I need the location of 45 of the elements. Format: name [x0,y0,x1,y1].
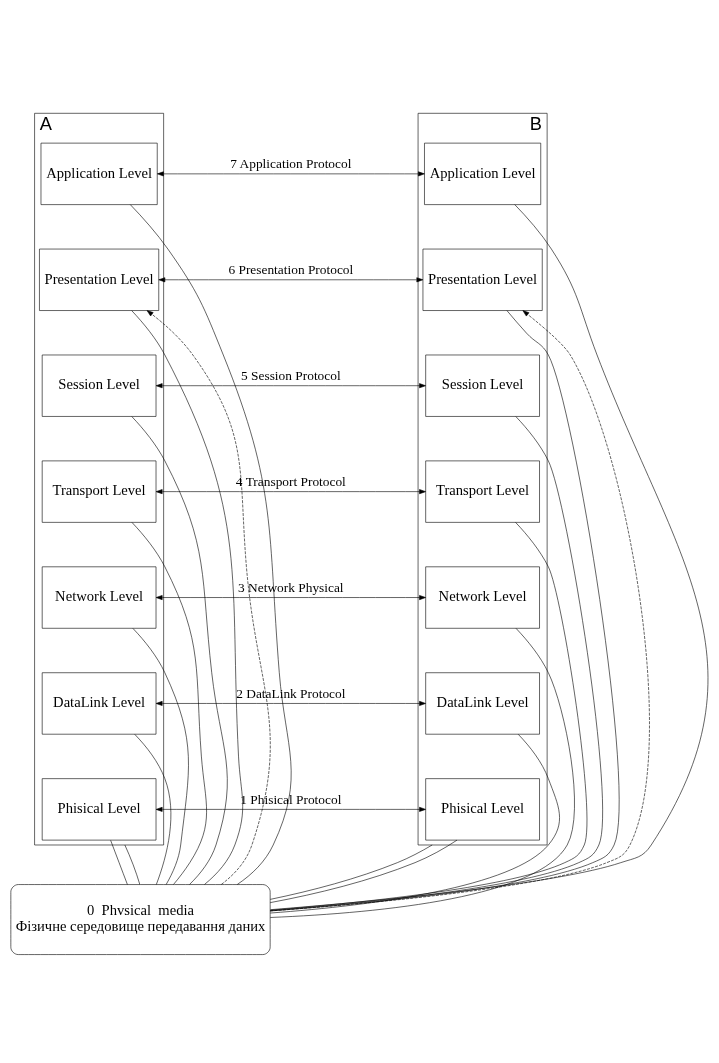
connector [131,416,228,885]
connector [269,839,458,903]
node-box: Network Level [41,566,157,629]
node-box: Presentation Level [422,248,543,311]
connector [124,844,141,885]
node-box: Transport Level [425,460,540,523]
edge-label: 4 Transport Protocol [235,473,346,489]
node-box: Application Level [40,142,158,205]
arrow [158,277,424,283]
arrow [155,489,426,495]
connector [270,628,575,918]
connector [269,416,603,911]
connector [131,522,207,885]
arrow [146,310,271,885]
node-box: Phisical Level [425,778,540,841]
node-box: DataLink Level [425,672,540,735]
node-box: DataLink Level [41,672,157,735]
connector [270,844,433,900]
node-box: Phisical Level [41,778,157,841]
connector [132,628,189,885]
arrow [155,595,426,600]
node-box: Session Level [41,354,157,417]
arrow [155,806,426,812]
connector [270,204,709,910]
node-box: Presentation Level [39,248,160,311]
connector [270,734,560,914]
arrow [155,701,426,706]
edge-label: 3 Network Physical [238,579,344,595]
connector [270,522,588,911]
connector [134,734,172,885]
node-box: Network Level [425,566,540,629]
connector [110,840,128,885]
node-box: 0 Phvsical media Фізичне середовище передавання даних [10,884,271,955]
edge-label: 7 Application Protocol [230,156,352,172]
edge-label: 1 Phisical Protocol [240,791,342,807]
connector [130,204,292,885]
node-box: Application Level [424,142,542,205]
node-box: Session Level [425,354,540,417]
edge-label: 5 Session Protocol [241,367,341,383]
edge-label: 6 Presentation Protocol [228,262,354,278]
connector [131,310,243,885]
arrow [155,383,426,389]
edge-label: 2 DataLink Protocol [236,685,346,701]
node-box: Transport Level [41,460,157,523]
arrow [157,171,425,177]
